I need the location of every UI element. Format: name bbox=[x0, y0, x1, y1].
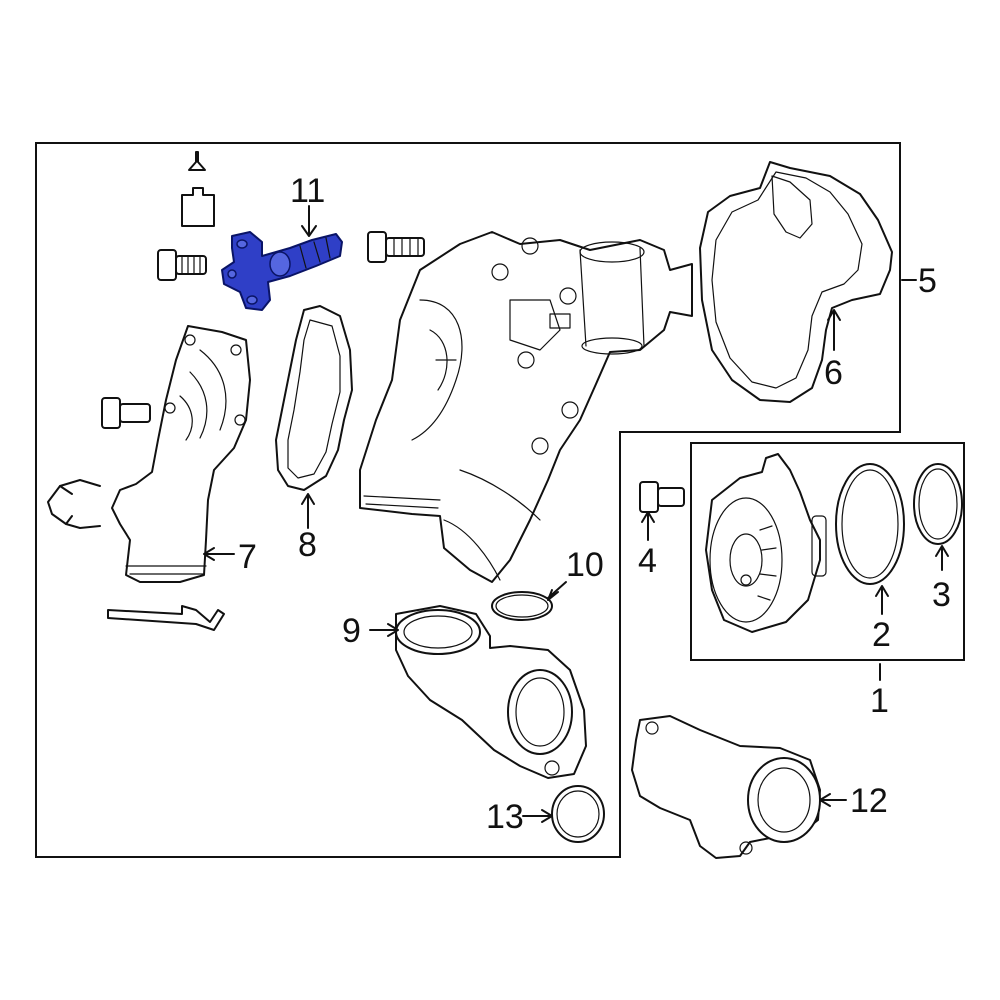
callout-1: 1 bbox=[870, 682, 889, 720]
outlet-elbow bbox=[395, 605, 587, 779]
bolt-4 bbox=[639, 481, 685, 513]
callout-11: 11 bbox=[290, 172, 325, 210]
callout-13: 13 bbox=[486, 798, 524, 836]
thermostat-housing bbox=[111, 325, 251, 583]
torque-icon bbox=[181, 151, 215, 227]
callout-9: 9 bbox=[342, 612, 361, 650]
callout-6: 6 bbox=[824, 354, 843, 392]
housing-gasket bbox=[275, 305, 353, 491]
retaining-clip bbox=[47, 479, 101, 529]
callout-12: 12 bbox=[850, 782, 888, 820]
coolant-pipe bbox=[631, 715, 821, 859]
bolt-left bbox=[157, 249, 207, 281]
water-pump-assembly bbox=[359, 231, 693, 583]
o-ring-3 bbox=[913, 463, 963, 545]
callout-3: 3 bbox=[932, 576, 951, 614]
bolt-7 bbox=[101, 397, 151, 429]
o-ring-13 bbox=[551, 785, 605, 843]
gasket-2 bbox=[835, 463, 905, 585]
coolant-sensor-highlighted bbox=[221, 231, 343, 311]
bolt-right bbox=[367, 231, 425, 263]
large-gasket bbox=[699, 161, 893, 403]
callout-5: 5 bbox=[918, 262, 937, 300]
callout-7: 7 bbox=[238, 538, 257, 576]
leader-lines bbox=[203, 205, 949, 823]
main-frame bbox=[35, 142, 901, 858]
o-ring-10 bbox=[491, 591, 553, 621]
mounting-strip bbox=[107, 605, 225, 631]
callout-4: 4 bbox=[638, 542, 657, 580]
callout-8: 8 bbox=[298, 526, 317, 564]
callout-10: 10 bbox=[566, 546, 604, 584]
callout-2: 2 bbox=[872, 616, 891, 654]
pump-kit-box bbox=[690, 442, 965, 661]
water-pump-impeller bbox=[705, 453, 827, 633]
